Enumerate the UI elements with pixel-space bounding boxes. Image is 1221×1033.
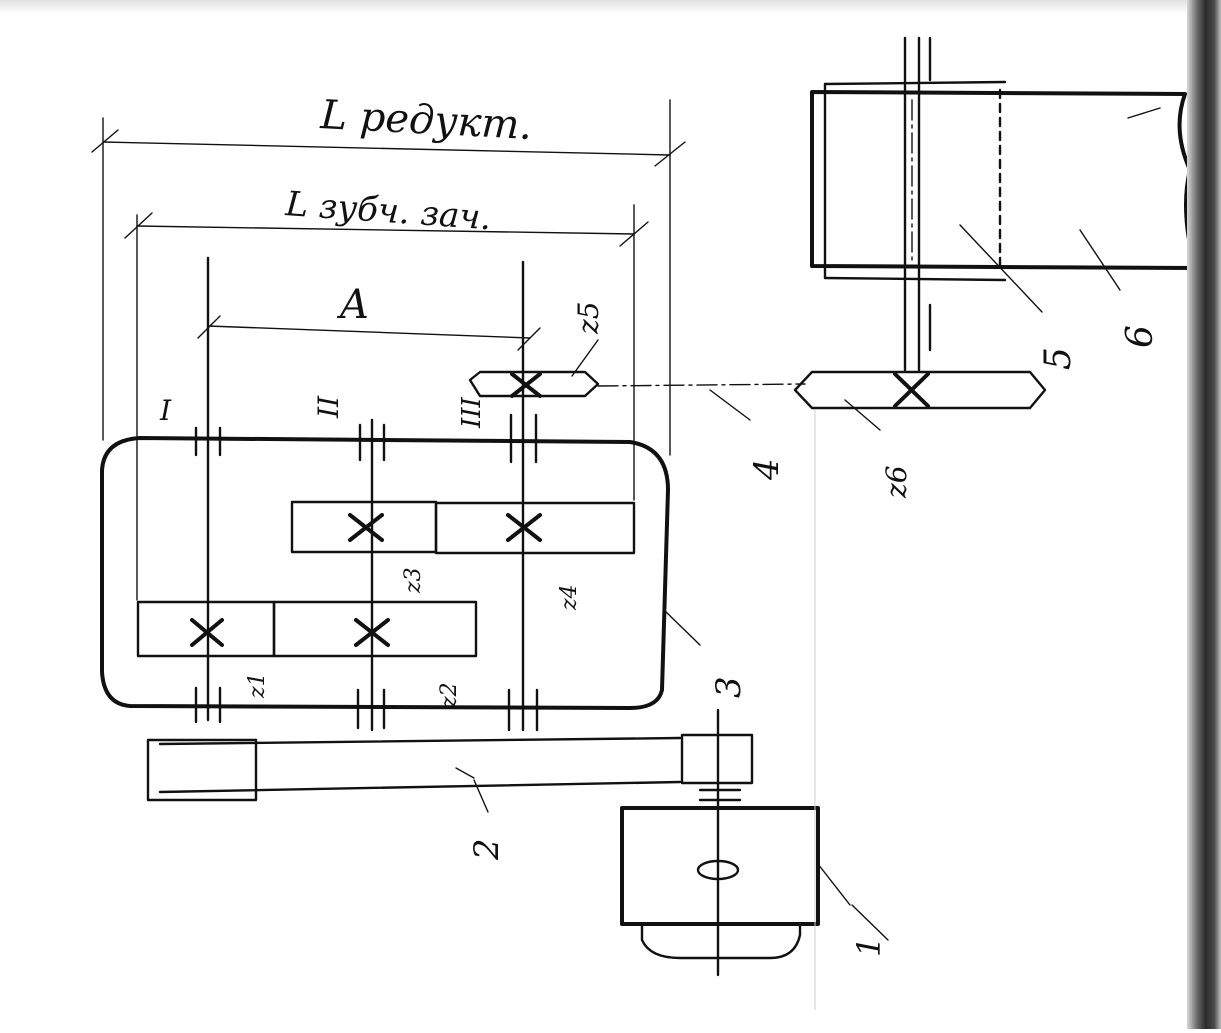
shaft-intermediate: II bbox=[312, 395, 386, 732]
callout-6: 6 bbox=[1079, 229, 1161, 348]
svg-text:6: 6 bbox=[1120, 325, 1161, 348]
sprocket-driven: z6 bbox=[793, 370, 1047, 499]
belt-transmission bbox=[146, 733, 754, 802]
callout-1: 1 bbox=[850, 904, 889, 957]
chain-transmission bbox=[597, 383, 806, 387]
gear-pair-lower: z1 z2 bbox=[136, 600, 478, 709]
sprocket-drive: z5 bbox=[468, 301, 605, 398]
svg-text:4: 4 bbox=[747, 458, 787, 481]
z3-label: z3 bbox=[401, 567, 426, 594]
electric-motor bbox=[620, 708, 851, 977]
z6-label: z6 bbox=[880, 465, 913, 499]
z4-label: z4 bbox=[557, 584, 582, 611]
dim-center-label: A bbox=[336, 282, 369, 328]
scan-edge-shadow bbox=[1187, 0, 1221, 1029]
callout-5: 5 bbox=[959, 224, 1079, 370]
callout-3: 3 bbox=[663, 609, 749, 698]
drum-shaft bbox=[903, 36, 932, 372]
dimension-center-distance: A bbox=[197, 282, 541, 351]
dim-gear-train-label: L зубч. зач. bbox=[283, 184, 492, 238]
shaft-2-label: II bbox=[312, 395, 345, 419]
gear-pair-upper: z3 z4 bbox=[290, 500, 636, 611]
gearbox-housing bbox=[100, 436, 670, 710]
dim-reducer-label: L редукт. bbox=[318, 92, 533, 149]
svg-text:3: 3 bbox=[709, 676, 749, 698]
svg-text:1: 1 bbox=[850, 937, 888, 957]
z1-label: z1 bbox=[245, 672, 270, 699]
scan-top-shadow bbox=[0, 0, 1221, 14]
shaft-1-label: I bbox=[159, 394, 172, 427]
callout-4: 4 bbox=[709, 389, 787, 481]
shaft-3-label: III bbox=[457, 396, 487, 429]
z5-label: z5 bbox=[572, 301, 605, 335]
shaft-input: I bbox=[159, 256, 222, 724]
dimension-gear-train-length: L зубч. зач. bbox=[124, 184, 649, 601]
dimension-reducer-length: L редукт. bbox=[91, 92, 686, 456]
drum bbox=[810, 80, 1197, 282]
svg-text:5: 5 bbox=[1038, 347, 1079, 370]
shaft-output: III bbox=[457, 260, 539, 732]
svg-text:2: 2 bbox=[467, 838, 507, 861]
callout-2: 2 bbox=[467, 779, 507, 861]
z2-label: z2 bbox=[437, 682, 462, 709]
